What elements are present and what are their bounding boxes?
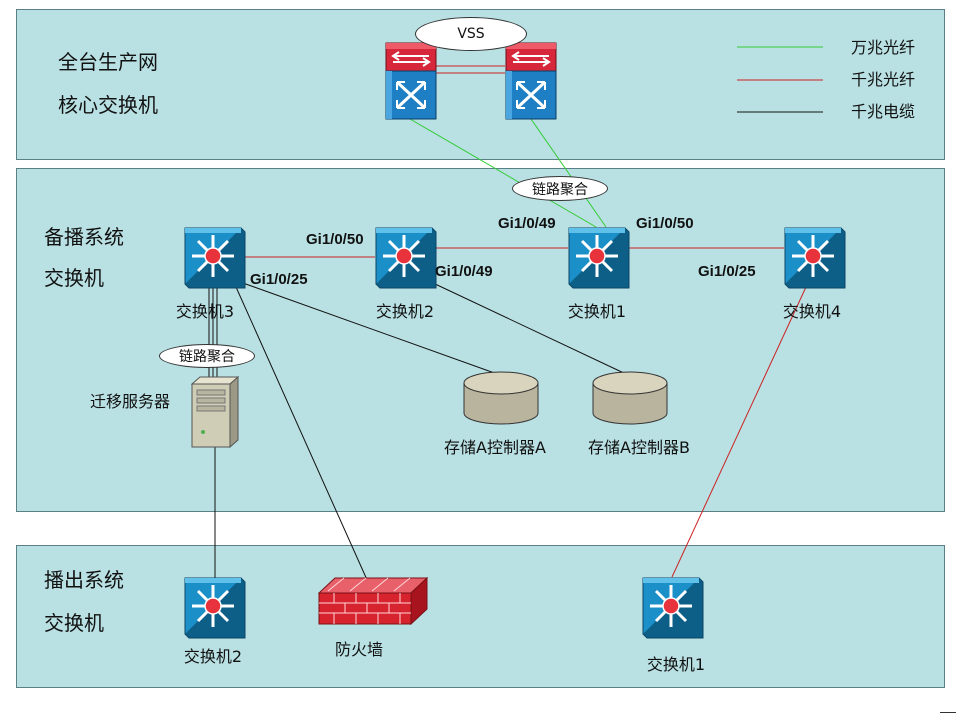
- backup-zone-title-line1: 备播系统: [44, 225, 124, 249]
- broadcast-switch1-icon: [642, 577, 704, 639]
- backup-switch1-icon: [568, 227, 630, 289]
- backup-zone-title-line2: 交换机: [44, 266, 104, 290]
- backup-switch4-label: 交换机4: [782, 302, 842, 321]
- backup-system-zone: [16, 168, 945, 512]
- broadcast-zone-title-line2: 交换机: [44, 611, 104, 635]
- broadcast-system-zone: [16, 545, 945, 688]
- backup-switch3-icon: [184, 227, 246, 289]
- backup-switch4-icon: [784, 227, 846, 289]
- core-zone-title-line2: 核心交换机: [58, 93, 158, 117]
- broadcast-zone-title-line1: 播出系统: [44, 568, 124, 592]
- core-zone-title-line1: 全台生产网: [58, 50, 158, 74]
- legend-label-1g-fiber: 千兆光纤: [851, 70, 916, 89]
- backup-switch3-label: 交换机3: [175, 302, 235, 321]
- port-sw3-sw2: Gi1/0/50: [306, 231, 364, 248]
- port-sw4-down: Gi1/0/25: [698, 263, 756, 280]
- broadcast-switch1-label: 交换机1: [646, 655, 706, 674]
- storage-b-label: 存储A控制器B: [588, 438, 690, 457]
- storage-a-icon: [463, 371, 539, 425]
- backup-switch2-icon: [375, 227, 437, 289]
- link-aggregation-oval-core: 链路聚合: [512, 176, 608, 201]
- migration-server-label: 迁移服务器: [89, 392, 171, 411]
- storage-b-icon: [592, 371, 668, 425]
- link-aggregation-label-server: 链路聚合: [179, 349, 235, 365]
- backup-switch2-label: 交换机2: [375, 302, 435, 321]
- legend-lines: [737, 46, 823, 113]
- firewall-icon: [318, 577, 428, 625]
- core-switch-left-icon: [385, 42, 437, 120]
- firewall-label: 防火墙: [334, 640, 384, 659]
- storage-a-label: 存储A控制器A: [444, 438, 546, 457]
- legend-label-10g-fiber: 万兆光纤: [851, 38, 916, 57]
- vss-oval: VSS: [415, 17, 527, 51]
- migration-server-icon: [191, 376, 239, 448]
- link-aggregation-label-core: 链路聚合: [532, 181, 588, 198]
- port-sw1-right: Gi1/0/50: [636, 215, 694, 232]
- backup-switch1-label: 交换机1: [567, 302, 627, 321]
- corner-mark: [940, 712, 956, 713]
- broadcast-switch2-icon: [184, 577, 246, 639]
- link-aggregation-oval-server: 链路聚合: [159, 344, 255, 368]
- port-sw1-left: Gi1/0/49: [498, 215, 556, 232]
- legend-label-1g-copper: 千兆电缆: [851, 102, 916, 121]
- core-switch-right-icon: [505, 42, 557, 120]
- port-sw3-down: Gi1/0/25: [250, 271, 308, 288]
- broadcast-switch2-label: 交换机2: [183, 647, 243, 666]
- vss-label: VSS: [457, 26, 485, 42]
- port-sw2-down: Gi1/0/49: [435, 263, 493, 280]
